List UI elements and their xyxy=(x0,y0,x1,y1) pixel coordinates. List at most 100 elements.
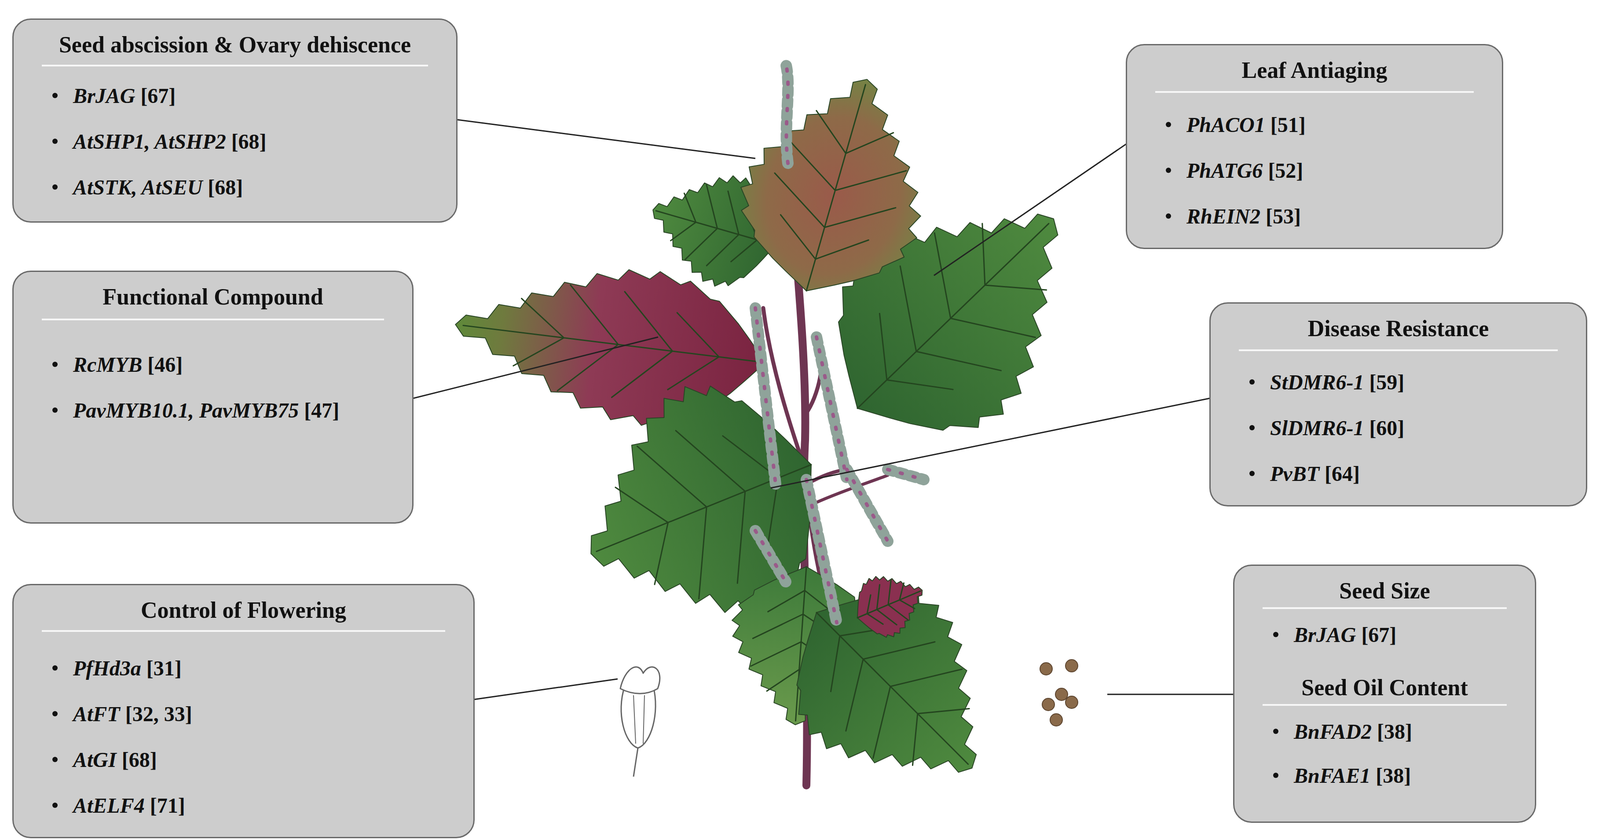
reference-number: [32, 33] xyxy=(120,702,193,726)
heading-band: Seed Size xyxy=(1262,577,1507,609)
list-item: AtSHP1, AtSHP2 [68] xyxy=(24,118,446,165)
gene-entry: PavMYB10.1, PavMYB75 [47] xyxy=(73,398,340,423)
list-item: StDMR6-1 [59] xyxy=(1221,358,1576,405)
heading-band: Leaf Antiaging xyxy=(1155,56,1474,93)
reference-number: [60] xyxy=(1363,416,1405,440)
heading-band: Functional Compound xyxy=(41,283,385,321)
gene-entry: BnFAE1 [38] xyxy=(1293,763,1411,788)
reference-number: [31] xyxy=(141,656,182,680)
flower-spikes xyxy=(755,63,924,623)
list-item: BnFAE1 [38] xyxy=(1244,753,1525,798)
gene-name: PhACO1 xyxy=(1186,113,1266,137)
reference-number: [64] xyxy=(1319,461,1360,486)
bullet-dot xyxy=(52,710,58,717)
gene-entry: BrJAG [67] xyxy=(1293,622,1397,647)
bullet-dot xyxy=(52,361,58,367)
gene-name: AtSTK, AtSEU xyxy=(73,175,203,199)
list-item: PavMYB10.1, PavMYB75 [47] xyxy=(24,387,402,433)
callout-box: Control of FloweringPfHd3a [31] AtFT [32,… xyxy=(12,583,475,839)
gene-entry: RhEIN2 [53] xyxy=(1186,204,1301,229)
heading-band: Control of Flowering xyxy=(41,596,446,632)
gene-name: BrJAG xyxy=(1293,622,1356,647)
box-heading: Seed Oil Content xyxy=(1301,674,1468,700)
gene-entry: SlDMR6-1 [60] xyxy=(1270,415,1405,440)
bullet-dot xyxy=(1273,728,1279,734)
list-item: PhATG6 [52] xyxy=(1137,147,1492,194)
reference-number: [52] xyxy=(1262,158,1304,183)
gene-name: AtELF4 xyxy=(73,793,145,817)
gene-name: RcMYB xyxy=(73,352,143,377)
gene-entry: RcMYB [46] xyxy=(73,352,183,377)
gene-entry: AtFT [32, 33] xyxy=(73,701,193,726)
list-item: SlDMR6-1 [60] xyxy=(1221,404,1576,451)
bullet-dot xyxy=(1273,772,1279,778)
heading-band: Disease Resistance xyxy=(1238,314,1558,352)
list-item: PvBT [64] xyxy=(1221,450,1576,497)
list-item: BnFAD2 [38] xyxy=(1244,709,1525,754)
list-item: BrJAG [67] xyxy=(24,72,446,119)
gene-name: PfHd3a xyxy=(73,656,142,680)
box-heading: Control of Flowering xyxy=(140,597,347,623)
gene-entry: PfHd3a [31] xyxy=(73,655,182,681)
gene-entry: PhATG6 [52] xyxy=(1186,158,1304,183)
gene-name: SlDMR6-1 xyxy=(1270,416,1364,440)
box-heading: Functional Compound xyxy=(102,284,323,310)
reference-number: [67] xyxy=(1355,622,1397,647)
flower-sketch xyxy=(620,666,660,777)
bullet-dot xyxy=(1165,121,1172,128)
gene-name: AtGI xyxy=(73,747,117,772)
list-item: AtGI [68] xyxy=(24,736,463,783)
reference-number: [68] xyxy=(116,747,158,772)
gene-name: BrJAG xyxy=(73,84,136,108)
bullet-dot xyxy=(52,92,58,99)
gene-entry: AtELF4 [71] xyxy=(73,793,186,818)
list-item: PhACO1 [51] xyxy=(1137,101,1492,148)
bullet-dot xyxy=(52,665,58,671)
gene-entry: AtSHP1, AtSHP2 [68] xyxy=(73,129,267,154)
callout-box: Seed abscission & Ovary dehiscenceBrJAG … xyxy=(12,18,458,223)
callout-box: Disease ResistanceStDMR6-1 [59] SlDMR6-1 … xyxy=(1209,302,1588,507)
bullet-dot xyxy=(52,184,58,190)
heading-band: Seed Oil Content xyxy=(1262,673,1507,706)
bullet-dot xyxy=(52,138,58,144)
reference-number: [67] xyxy=(135,84,176,108)
reference-number: [38] xyxy=(1371,719,1413,744)
gene-name: RhEIN2 xyxy=(1186,204,1261,228)
bullet-dot xyxy=(1165,167,1172,173)
gene-name: PavMYB10.1, PavMYB75 xyxy=(73,398,299,422)
list-item: RcMYB [46] xyxy=(24,341,402,388)
bullet-dot xyxy=(1249,424,1255,431)
seeds xyxy=(1039,659,1078,726)
reference-number: [53] xyxy=(1260,204,1301,228)
bullet-dot xyxy=(52,756,58,762)
gene-name: StDMR6-1 xyxy=(1270,370,1364,394)
callout-box: Leaf AntiagingPhACO1 [51]PhATG6 [52]RhEI… xyxy=(1125,43,1504,249)
bullet-dot xyxy=(52,407,58,413)
gene-name: PhATG6 xyxy=(1186,158,1263,183)
bullet-dot xyxy=(1273,631,1279,638)
reference-number: [68] xyxy=(226,129,267,154)
reference-number: [68] xyxy=(202,175,243,199)
gene-entry: AtGI [68] xyxy=(73,747,158,772)
reference-number: [47] xyxy=(298,398,340,422)
bullet-dot xyxy=(1249,379,1255,385)
reference-number: [38] xyxy=(1370,763,1411,788)
callout-box: Functional CompoundRcMYB [46] PavMYB10.1,… xyxy=(12,270,414,524)
bullet-dot xyxy=(1165,213,1172,219)
gene-entry: AtSTK, AtSEU [68] xyxy=(73,175,243,200)
callout-box: Seed SizeBrJAG [67] Seed Oil ContentBnFAD… xyxy=(1233,564,1537,823)
bullet-dot xyxy=(52,802,58,808)
leaves xyxy=(446,54,1128,833)
box-heading: Disease Resistance xyxy=(1307,315,1490,341)
gene-entry: BrJAG [67] xyxy=(73,83,176,108)
gene-name: AtFT xyxy=(73,702,121,726)
reference-number: [51] xyxy=(1265,113,1306,137)
bullet-dot xyxy=(1249,470,1255,476)
reference-number: [59] xyxy=(1363,370,1405,394)
gene-name: BnFAE1 xyxy=(1293,763,1371,788)
list-item: BrJAG [67] xyxy=(1244,612,1525,657)
box-heading: Seed abscission & Ovary dehiscence xyxy=(58,32,411,58)
list-item: AtSTK, AtSEU [68] xyxy=(24,164,446,210)
gene-name: PvBT xyxy=(1270,461,1320,486)
